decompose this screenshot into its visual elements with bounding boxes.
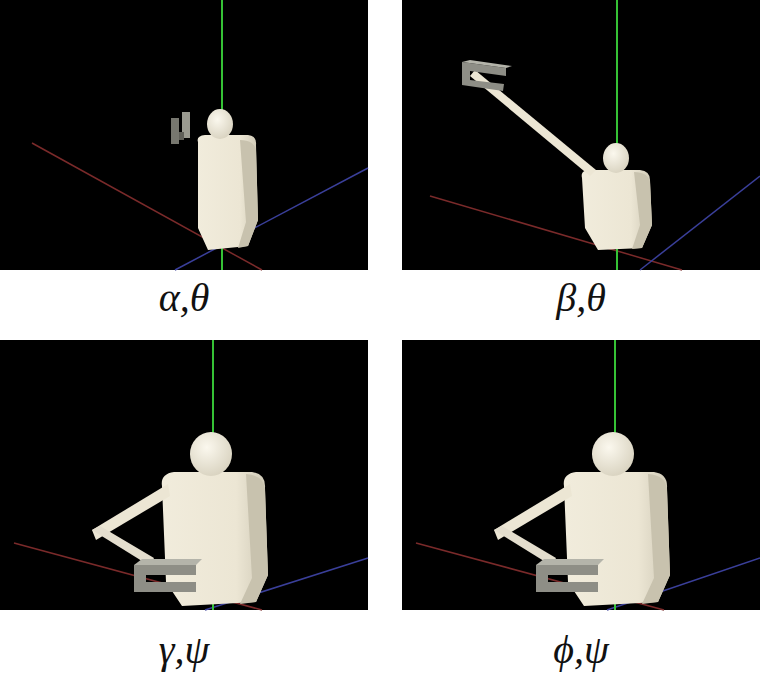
render-panel	[0, 0, 368, 270]
render-panel	[402, 340, 760, 610]
panel-label: γ,ψ	[159, 628, 210, 672]
panel-label: β,θ	[556, 276, 606, 320]
render-panel	[0, 340, 368, 610]
panel-label: ϕ,ψ	[553, 628, 609, 672]
render-panel	[402, 0, 760, 270]
panel-label: α,θ	[159, 276, 210, 320]
